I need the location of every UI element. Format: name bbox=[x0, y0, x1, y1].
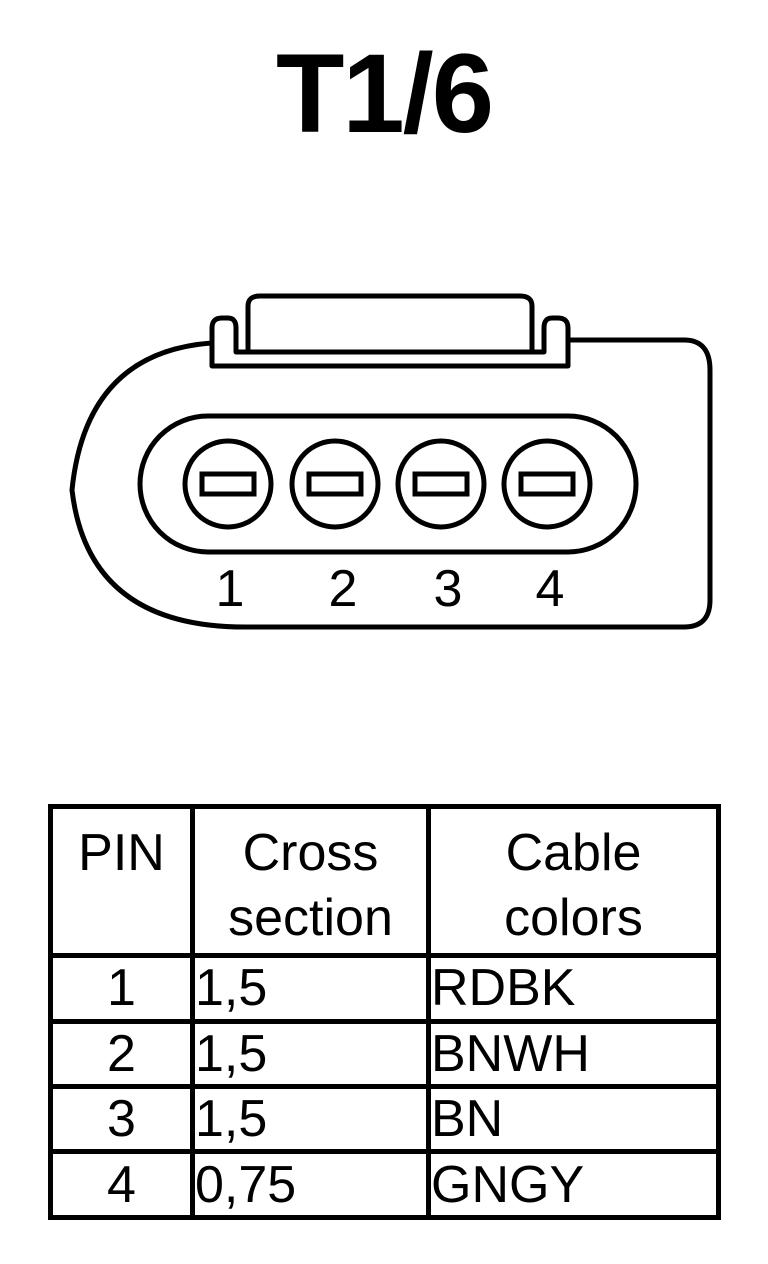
pin-label-3: 3 bbox=[434, 560, 463, 618]
row-cross-section: 1,5 bbox=[190, 953, 431, 1024]
row-cable-color: BNWH bbox=[426, 1018, 721, 1090]
connector-diagram: 1 2 3 4 bbox=[69, 293, 713, 630]
header-cross-line1: Cross bbox=[242, 824, 379, 882]
table-row: 3 1,5 BN bbox=[48, 1083, 721, 1155]
pin-assignment-table: PIN Cross section Cable colors 1 1,5 RDB… bbox=[48, 803, 721, 1220]
row-cable-color: RDBK bbox=[426, 953, 721, 1024]
row-cross-section: 1,5 bbox=[190, 1018, 431, 1090]
row-pin: 2 bbox=[48, 1018, 195, 1090]
row-pin: 1 bbox=[48, 953, 195, 1024]
header-pin-label: PIN bbox=[78, 824, 165, 882]
table-row: 2 1,5 BNWH bbox=[48, 1018, 721, 1090]
header-cable-colors: Cable colors bbox=[426, 803, 721, 959]
row-cross-section: 1,5 bbox=[190, 1083, 431, 1155]
row-pin: 4 bbox=[48, 1149, 195, 1220]
row-cable-color: BN bbox=[426, 1083, 721, 1155]
header-cable-line1: Cable bbox=[505, 824, 642, 882]
header-cross-line2: section bbox=[228, 889, 393, 947]
pin-label-2: 2 bbox=[329, 560, 358, 618]
row-cable-color: GNGY bbox=[426, 1149, 721, 1220]
table-header-row: PIN Cross section Cable colors bbox=[48, 803, 721, 959]
latch-top-bar bbox=[245, 293, 535, 352]
pin-label-1: 1 bbox=[216, 560, 245, 618]
connector-title: T1/6 bbox=[275, 31, 494, 156]
header-cable-line2: colors bbox=[504, 889, 643, 947]
row-cross-section: 0,75 bbox=[190, 1149, 431, 1220]
pin-1-socket bbox=[182, 438, 274, 530]
pin-4-socket bbox=[501, 438, 593, 530]
pin-2-socket bbox=[289, 438, 381, 530]
table-row: 4 0,75 GNGY bbox=[48, 1149, 721, 1220]
pin-cavity bbox=[137, 413, 639, 555]
latch-outline bbox=[209, 315, 571, 366]
pin-label-4: 4 bbox=[536, 560, 565, 618]
row-pin: 3 bbox=[48, 1083, 195, 1155]
header-cross-section: Cross section bbox=[190, 803, 431, 959]
connector-housing-outline bbox=[69, 337, 713, 630]
table-row: 1 1,5 RDBK bbox=[48, 953, 721, 1024]
pin-3-socket bbox=[395, 438, 487, 530]
header-pin: PIN bbox=[48, 803, 195, 959]
